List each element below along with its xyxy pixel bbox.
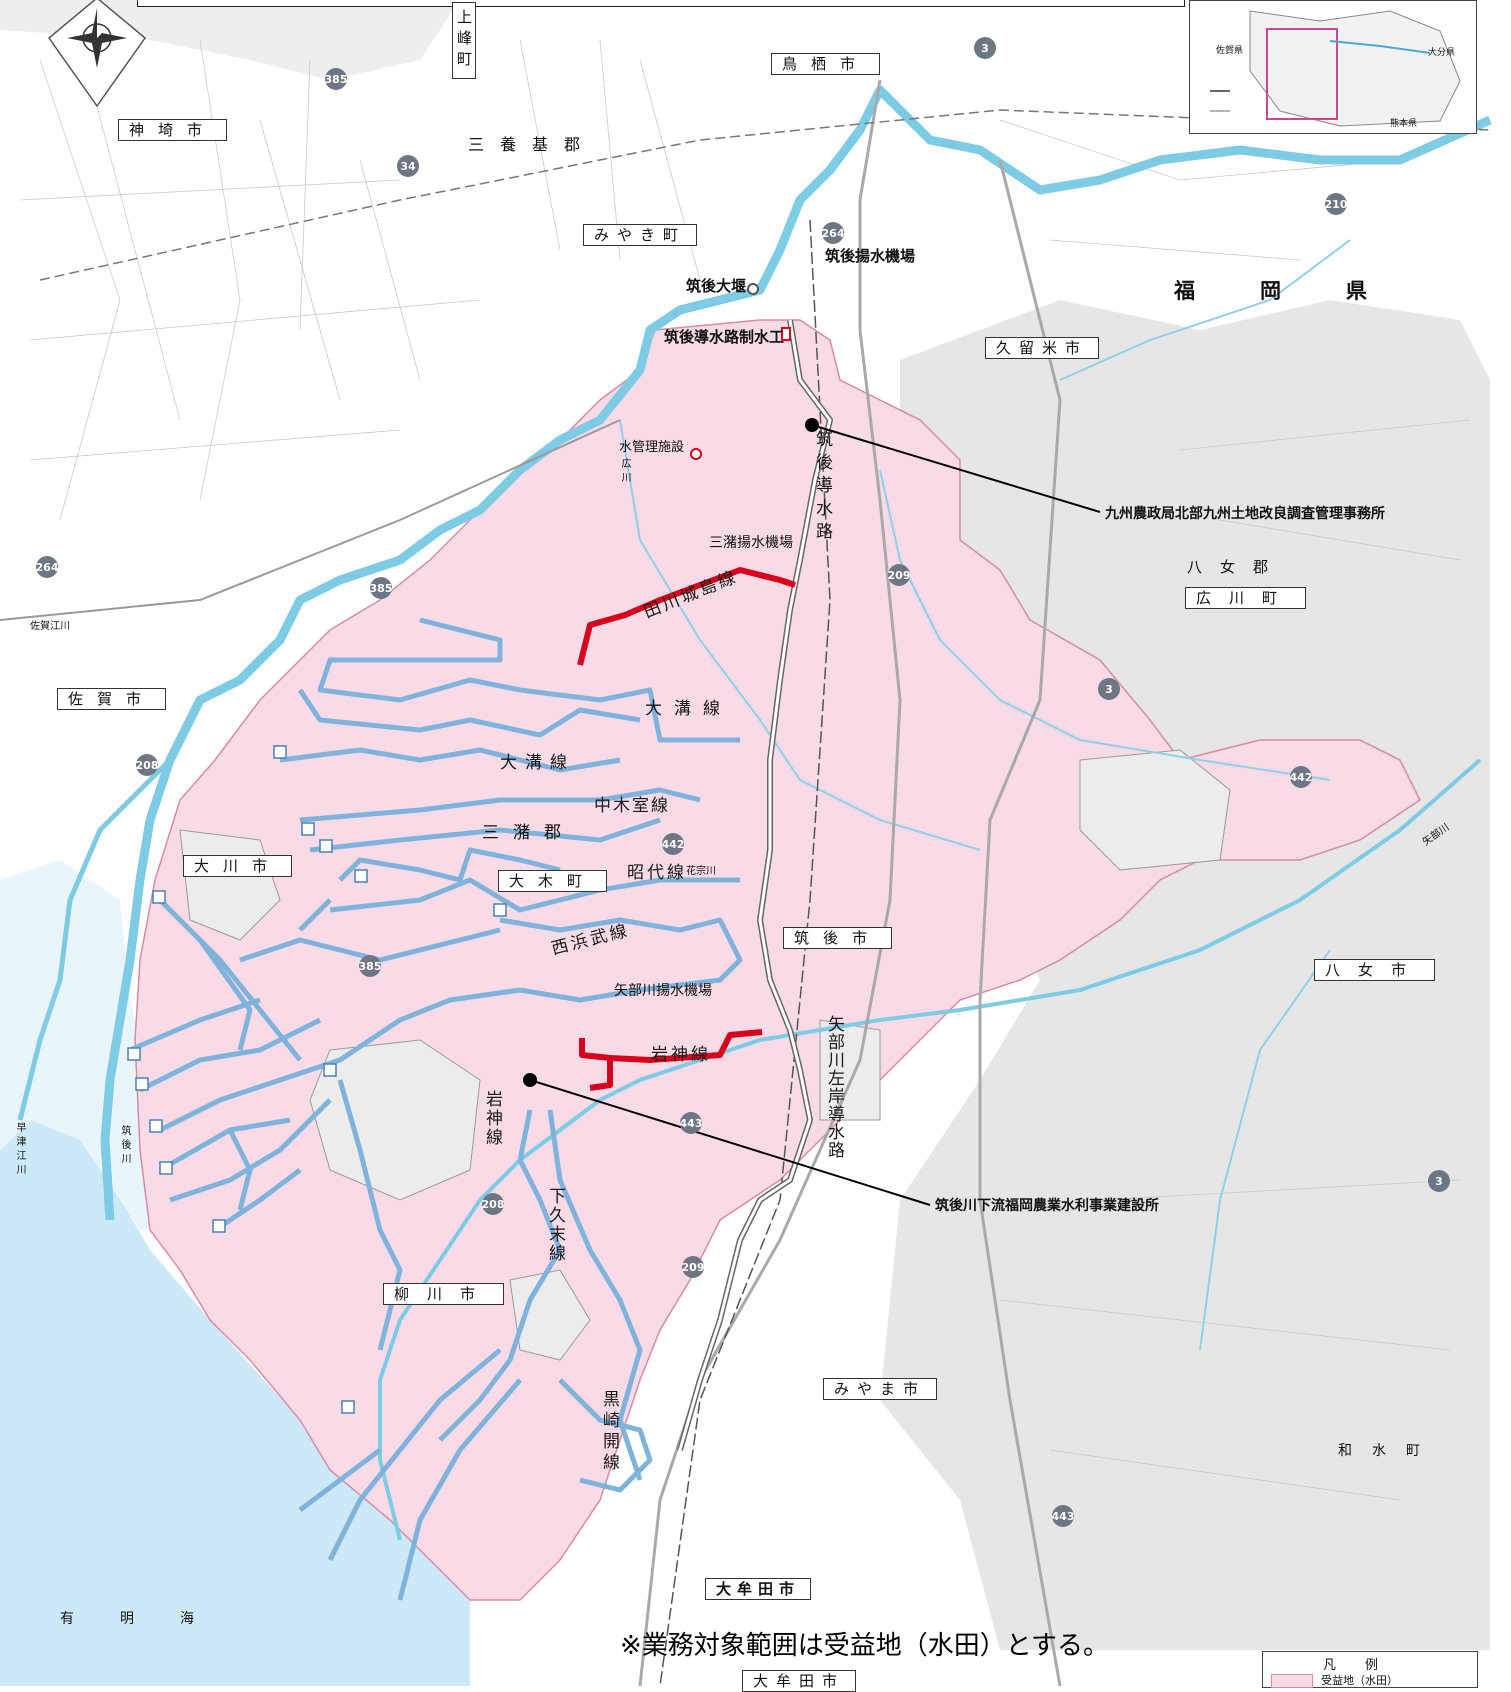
callout-construction-office: 筑後川下流福岡農業水利事業建設所 (935, 1198, 1159, 1214)
label-shimokumi: 下久末線 (545, 1187, 565, 1263)
label-hirokawa: 広川町 (1185, 587, 1307, 609)
title-frame (137, 0, 1185, 7)
minor-rivers (619, 239, 1351, 1351)
route-shield: 3 (1428, 1170, 1450, 1192)
route-shield: 443 (1052, 1505, 1074, 1527)
label-miyaki-gun: 三養基郡 (468, 135, 597, 154)
route-shield: 208 (136, 754, 158, 776)
label-chikugo: 筑後市 (783, 927, 893, 949)
label-water-mgmt: 水管理施設 (619, 440, 685, 455)
label-omizo-1: 大溝線 (645, 699, 732, 719)
sluice-gates (127, 745, 507, 1414)
benefit-area (134, 319, 1421, 1601)
label-yabe-dosui: 矢部川左岸導水路 (824, 1015, 844, 1159)
inset-saga-label: 佐賀県 (1216, 46, 1244, 56)
tagawa-jojima-canal (577, 567, 796, 666)
route-shield: 264 (822, 222, 844, 244)
route-shield: 210 (1325, 193, 1347, 215)
office-callouts (523, 283, 1101, 1206)
inset-oita-label: 大分県 (1428, 48, 1456, 58)
route-shield: 264 (36, 556, 58, 578)
route-shield: 34 (397, 155, 419, 177)
label-mizuma-pump: 三潴揚水機場 (709, 535, 793, 551)
scope-note: ※業務対象範囲は受益地（水田）とする。 (620, 1631, 1110, 1661)
shimokumi-canal (547, 1109, 643, 1481)
label-miyaki-cho: みやき町 (583, 224, 698, 246)
label-yame: 八女市 (1314, 959, 1436, 981)
iwagami-canal (579, 1029, 763, 1091)
shodai-canal (329, 877, 740, 913)
inset-locator-map: 佐賀県 大分県 熊本県 (1189, 0, 1477, 134)
route-shield: 442 (662, 833, 684, 855)
inset-kumamoto-label: 熊本県 (1390, 119, 1418, 129)
ariake-sea (0, 1120, 470, 1686)
label-bottom-city: 大牟田市 (742, 1670, 857, 1692)
kurosaki-canal (558, 1378, 653, 1493)
label-iwagami-vertical: 岩神線 (482, 1090, 502, 1147)
label-prefecture: 福 岡 県 (1174, 279, 1389, 303)
route-shield: 209 (682, 1256, 704, 1278)
label-yame-gun: 八女郡 (1187, 558, 1287, 576)
label-hayatsue: 早津江川 (14, 1122, 25, 1178)
route-shield: 209 (888, 564, 910, 586)
iwagami-canal-v (438, 1109, 563, 1442)
label-iwagami: 岩神線 (651, 1045, 711, 1065)
project-red-lines (577, 567, 796, 1091)
label-nagomi: 和水町 (1338, 1443, 1440, 1459)
label-chikugo-dosui: 筑後導水路 (812, 430, 832, 545)
label-hiro: 広川 (619, 458, 630, 486)
label-chikugo-weir: 筑後大堰 (686, 277, 747, 295)
label-mizuma-gun: 三潴郡 (482, 823, 575, 843)
kyushu-office-marker (805, 418, 819, 432)
urban-areas (179, 749, 1231, 1361)
label-nakakimuro: 中木室線 (594, 796, 670, 816)
label-kanzaki: 神埼市 (118, 119, 228, 141)
route-shield: 443 (680, 1112, 702, 1134)
route-shield: 385 (359, 955, 381, 977)
legend-item: 受益地（水田） (1321, 1674, 1398, 1687)
nakakimuro-canal (309, 817, 661, 853)
yabe-river (378, 758, 1482, 1541)
chikugo-river (100, 85, 1492, 1221)
nishihama-canal (499, 917, 743, 1003)
label-omizo-2: 大溝線 (500, 753, 575, 773)
weir-marker (747, 283, 759, 295)
label-okimachi: 大木町 (498, 870, 608, 892)
label-kurosaki: 黒崎開線 (599, 1390, 619, 1474)
label-saga: 佐賀市 (57, 688, 167, 710)
label-chikugo-pump: 筑後揚水機場 (825, 247, 916, 265)
label-yanagawa: 柳川市 (383, 1283, 505, 1305)
route-shield: 3 (974, 37, 996, 59)
compass-rose-icon (47, 0, 147, 108)
canal-network (129, 617, 743, 1601)
hayatsue-river (17, 758, 172, 1121)
label-yabe-pump: 矢部川揚水機場 (614, 983, 712, 999)
route-shield: 208 (482, 1193, 504, 1215)
label-kamimine: 上峰町 (452, 2, 476, 79)
label-kurume: 久留米市 (985, 337, 1100, 359)
label-intake-control: 筑後導水路制水工 (664, 328, 785, 346)
label-ariake-sea: 有 明 海 (60, 1611, 200, 1627)
label-chikugo-river: 筑後川 (119, 1125, 130, 1167)
callout-kyushu-office: 九州農政局北部九州土地改良調査管理事務所 (1105, 506, 1385, 522)
route-shield: 385 (370, 577, 392, 599)
label-tosu: 鳥栖市 (771, 53, 881, 75)
label-hanamune: 花宗川 (686, 866, 716, 877)
street-texture (19, 39, 1471, 1501)
route-shield: 385 (325, 68, 347, 90)
label-okawa: 大川市 (183, 855, 293, 877)
route-shield: 442 (1290, 766, 1312, 788)
label-miyama: みやま市 (823, 1378, 938, 1400)
water-mgmt-marker (690, 448, 702, 460)
omizo-canal (317, 617, 740, 743)
legend-title: 凡 例 (1323, 1658, 1387, 1673)
construction-office-marker (523, 1073, 537, 1087)
route-shield: 3 (1098, 678, 1120, 700)
label-omuta: 大牟田市 (705, 1578, 812, 1600)
label-shodai: 昭代線 (627, 863, 687, 883)
label-sagae: 佐賀江川 (30, 621, 70, 632)
map-legend: 凡 例 受益地（水田） (1262, 1651, 1478, 1688)
